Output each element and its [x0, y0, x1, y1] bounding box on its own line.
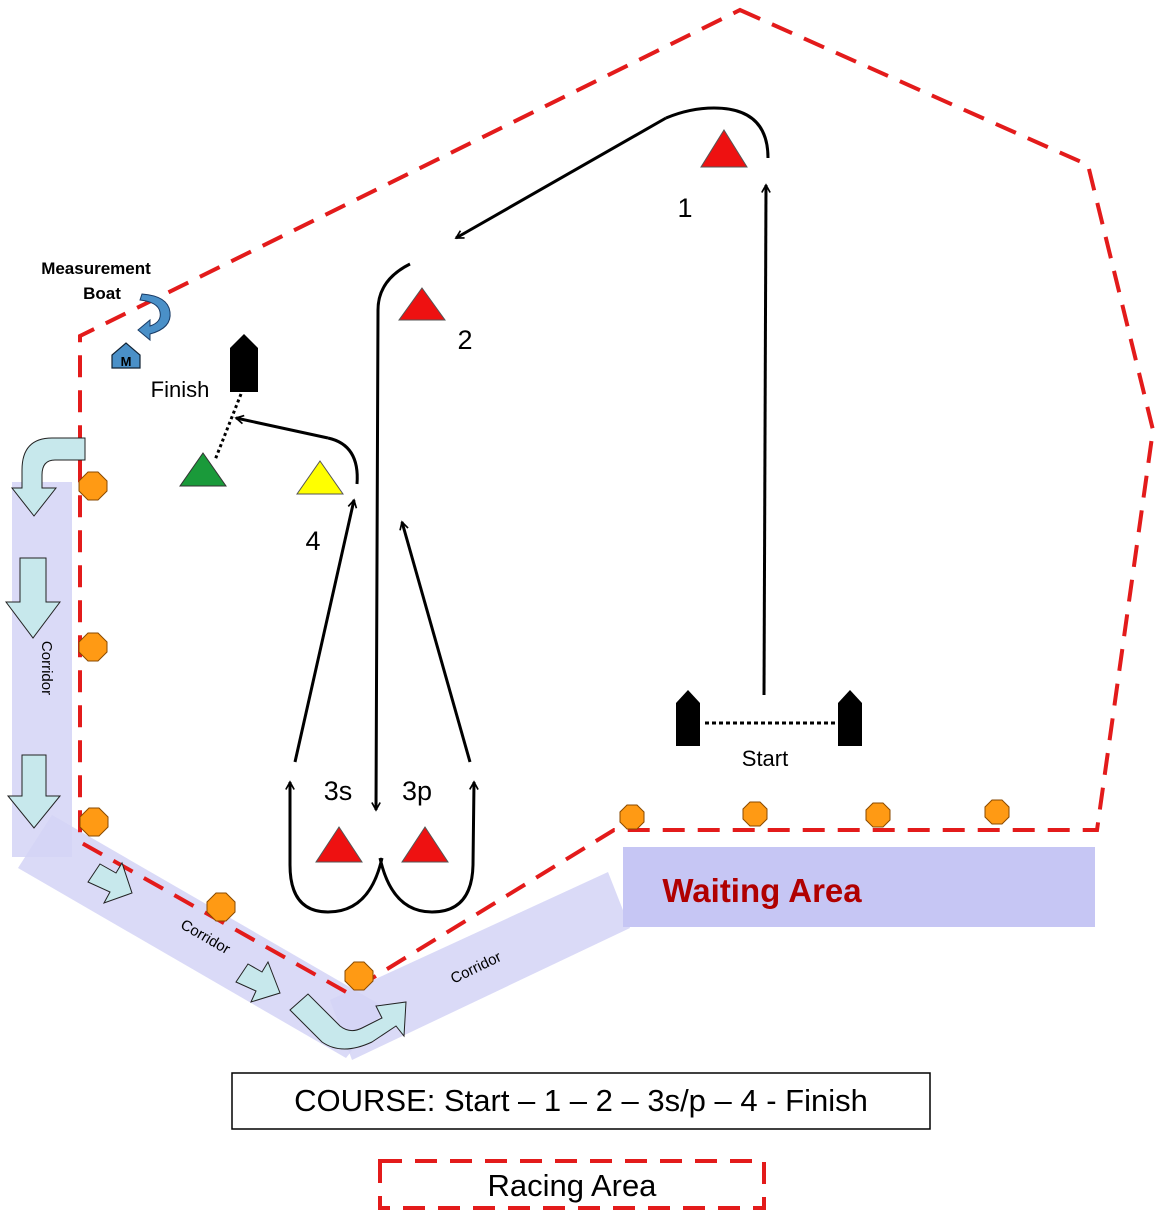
circular-arrow-icon: [137, 293, 171, 342]
course-text: COURSE: Start – 1 – 2 – 3s/p – 4 - Finis…: [294, 1083, 868, 1118]
racing-area-boundary: [78, 7, 1156, 996]
measurement-boat-icon: M: [111, 342, 141, 369]
leg-3p-to-4: [402, 522, 472, 763]
mark-4-label: 4: [305, 526, 320, 556]
mark-3p-icon: [401, 826, 449, 863]
corridor-label: Corridor: [38, 641, 55, 695]
buoy-icon: [984, 799, 1010, 825]
start-label: Start: [742, 746, 788, 771]
mark-4-icon: [296, 460, 344, 495]
mark-3s-label: 3s: [324, 776, 353, 806]
racing-area-legend-box: [378, 1159, 766, 1210]
finish-label: Finish: [151, 377, 210, 402]
waiting-area: [623, 847, 1095, 927]
mark-2-label: 2: [457, 325, 472, 355]
diagonal-arrow-icon: [87, 861, 133, 904]
leg-1-to-2: [456, 116, 667, 240]
course-box: [231, 1072, 931, 1130]
diagonal-arrow-icon: [235, 960, 281, 1003]
measurement-boat-label: Boat: [83, 284, 121, 303]
rounding-mark-2: [376, 262, 411, 810]
mark-2-icon: [398, 287, 446, 321]
mark-1-label: 1: [677, 193, 692, 223]
down-arrow-icon: [5, 557, 61, 639]
mark-1-icon: [700, 129, 748, 168]
start-boat-icon: [676, 690, 700, 746]
buoy-icon: [742, 801, 768, 827]
finish-boat-icon: [230, 334, 258, 392]
start-line: [676, 690, 862, 746]
buoy-icon: [206, 892, 236, 922]
rounding-mark-3p: [378, 782, 474, 914]
waiting-area-label: Waiting Area: [662, 872, 862, 909]
down-arrow-icon: [6, 754, 62, 829]
rounding-mark-4: [327, 436, 359, 485]
leg-3s-to-4: [293, 500, 354, 763]
buoy-icon: [619, 804, 645, 830]
leg-4-to-finish: [236, 418, 329, 440]
racing-area-legend-text: Racing Area: [488, 1168, 658, 1203]
start-boat-icon: [838, 690, 862, 746]
leg-start-to-1: [764, 185, 766, 696]
buoy-icon: [78, 632, 108, 662]
rounding-mark-3s: [290, 782, 384, 914]
curved-arrow-icon: [289, 993, 407, 1050]
buoy-icon: [344, 961, 374, 991]
buoy-icon: [79, 807, 109, 837]
finish-mark-icon: [179, 452, 227, 487]
svg-text:M: M: [121, 354, 132, 369]
buoys: [78, 471, 1010, 991]
rounding-mark-1: [665, 106, 770, 159]
mark-3p-label: 3p: [402, 776, 432, 806]
corridor-arrows: [5, 437, 407, 1050]
finish-line: [213, 393, 243, 461]
mark-3s-icon: [315, 826, 363, 863]
buoy-icon: [78, 471, 108, 501]
measurement-boat-label: Measurement: [41, 259, 151, 278]
curved-arrow-icon: [10, 437, 86, 517]
course-path: [236, 106, 770, 914]
buoy-icon: [865, 802, 891, 828]
